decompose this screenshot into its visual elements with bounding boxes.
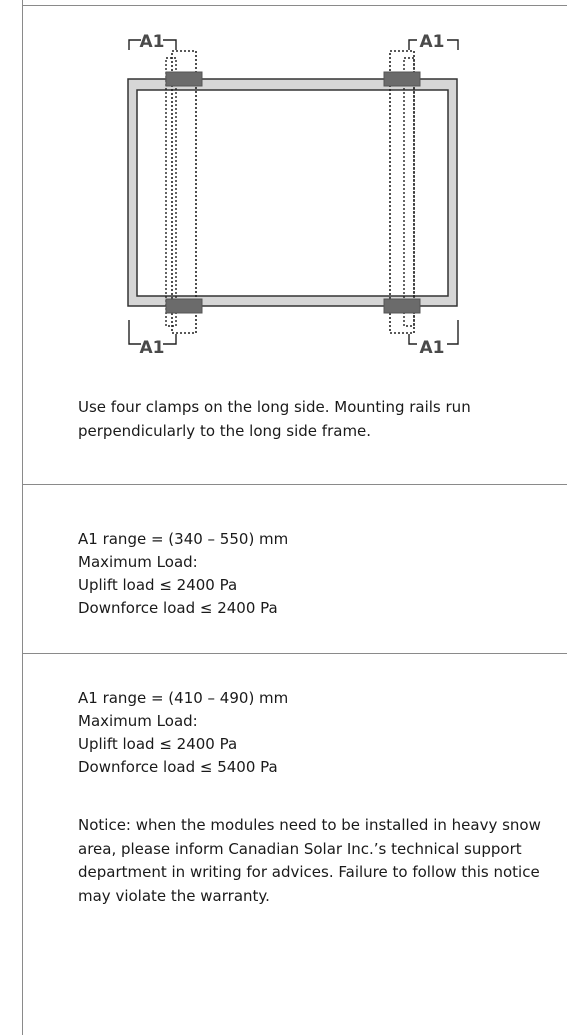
dimension-bracket-top-right — [408, 39, 459, 50]
row-divider-1 — [22, 484, 567, 485]
downforce-load: Downforce load ≤ 5400 Pa — [78, 758, 278, 776]
mounting-caption: Use four clamps on the long side. Mounti… — [78, 398, 471, 440]
clamp-top-left — [165, 71, 203, 87]
label-a1-bottom-left: A1 — [140, 338, 165, 358]
downforce-load: Downforce load ≤ 2400 Pa — [78, 599, 278, 617]
mounting-rail-left — [171, 50, 197, 334]
clamp-mounting-diagram: A1 A1 A1 A1 — [127, 32, 459, 358]
clamp-top-right — [383, 71, 421, 87]
uplift-load: Uplift load ≤ 2400 Pa — [78, 735, 238, 753]
mounting-rail-right-inner — [403, 57, 415, 327]
row-divider-2 — [22, 653, 567, 654]
dimension-bracket-bottom-left — [128, 320, 177, 345]
heavy-snow-notice: Notice: when the modules need to be inst… — [78, 816, 541, 905]
max-load-label: Maximum Load: — [78, 712, 198, 730]
clamp-bottom-left — [165, 298, 203, 314]
spec-block-2: A1 range = (410 – 490) mm Maximum Load: … — [78, 687, 518, 779]
mounting-rail-left-inner — [165, 57, 177, 327]
a1-range: A1 range = (410 – 490) mm — [78, 689, 289, 707]
dimension-bracket-top-left — [128, 39, 177, 50]
dimension-bracket-bottom-right — [408, 320, 459, 345]
label-a1-bottom-right: A1 — [420, 338, 445, 358]
spec-block-1: A1 range = (340 – 550) mm Maximum Load: … — [78, 528, 518, 620]
max-load-label: Maximum Load: — [78, 553, 198, 571]
clamp-bottom-right — [383, 298, 421, 314]
table-top-border — [22, 5, 567, 6]
label-a1-top-right: A1 — [420, 32, 445, 52]
module-frame-inner — [136, 89, 449, 297]
uplift-load: Uplift load ≤ 2400 Pa — [78, 576, 238, 594]
table-left-border — [22, 0, 23, 1035]
a1-range: A1 range = (340 – 550) mm — [78, 530, 289, 548]
label-a1-top-left: A1 — [140, 32, 165, 52]
